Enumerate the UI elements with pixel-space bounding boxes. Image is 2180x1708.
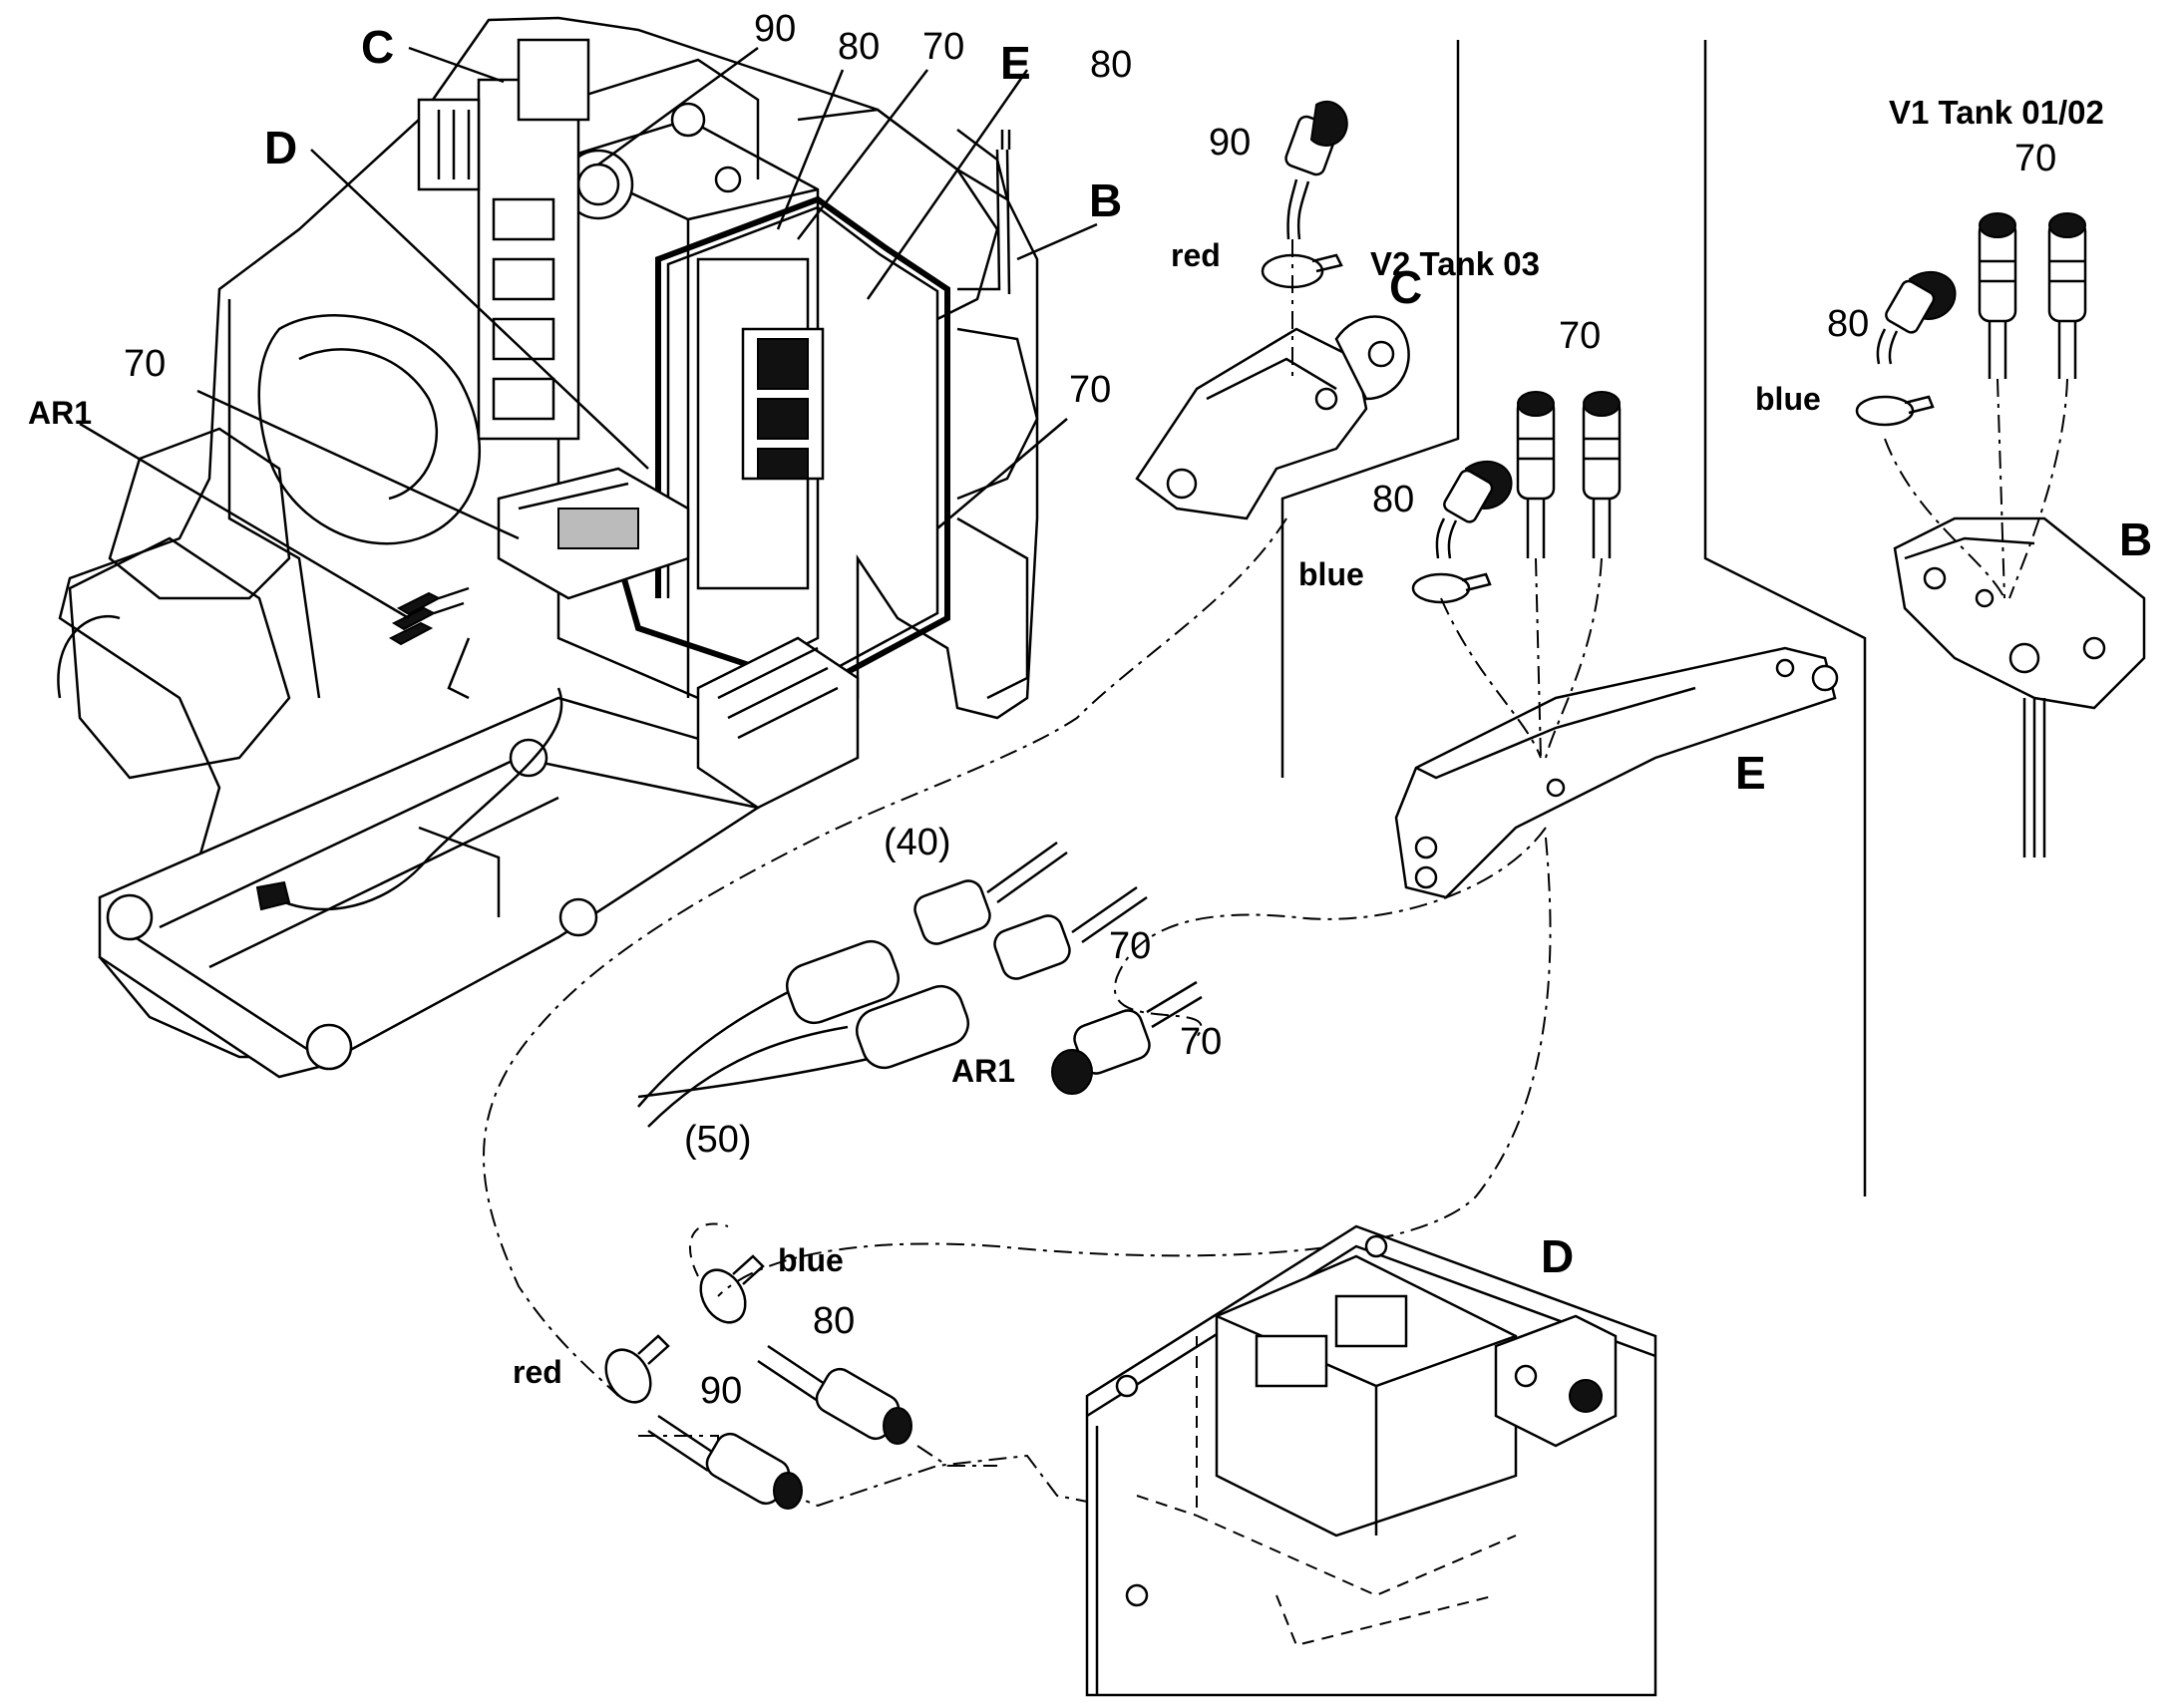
callout-c-main: C [361,21,395,73]
detail-e-bracket [1394,391,1839,899]
detail-d-clip-blue: blue [778,1242,844,1278]
detail-c-bracket [1135,100,1410,520]
callout-70-top: 70 [922,26,965,68]
callout-70-cable-a: 70 [1109,925,1152,967]
machine-frame-illustration [57,16,1039,1079]
callout-b-main: B [1089,174,1123,226]
callout-70-mid: 70 [1069,369,1112,411]
detail-d-assembly [604,1224,1657,1697]
detail-e-tank-label: V2 Tank 03 [1370,245,1540,282]
callout-leader-lines [79,46,1098,620]
callout-70-cable-b: 70 [1180,1021,1223,1063]
callout-80-right: 80 [1090,44,1133,86]
detail-b-callout-80: 80 [1827,303,1870,345]
callout-50: (50) [684,1119,752,1161]
callout-80-top: 80 [838,26,881,68]
detail-b-label: B [2119,513,2153,565]
detail-b-callout-70: 70 [2014,138,2057,179]
cable-connector-set [637,841,1203,1128]
detail-c-label: C [1389,261,1423,313]
callout-ar1-cable: AR1 [951,1053,1016,1089]
detail-b-bracket [1855,212,2146,857]
panel-divider-lines [1280,40,1867,1196]
callout-70-left: 70 [124,343,167,385]
detail-c-clip-red: red [1171,237,1221,273]
detail-b-clip-blue: blue [1755,381,1821,417]
callout-e-main: E [1000,37,1031,89]
callout-40: (40) [884,822,951,863]
detail-d-callout-90: 90 [700,1370,743,1412]
detail-b-tank-label: V1 Tank 01/02 [1889,94,2104,131]
detail-c-callout-90: 90 [1209,122,1252,164]
callout-90-top: 90 [754,8,797,50]
detail-e-callout-70: 70 [1559,315,1602,357]
callout-ar1-left: AR1 [28,395,93,431]
detail-d-label: D [1541,1230,1575,1282]
detail-d-clip-red: red [513,1354,562,1390]
detail-e-label: E [1735,747,1766,799]
routing-dash-lines [483,517,1552,1517]
detail-d-callout-80: 80 [813,1300,856,1342]
detail-e-callout-80: 80 [1372,479,1415,520]
callout-d-main: D [264,122,298,173]
detail-e-clip-blue: blue [1298,556,1364,592]
